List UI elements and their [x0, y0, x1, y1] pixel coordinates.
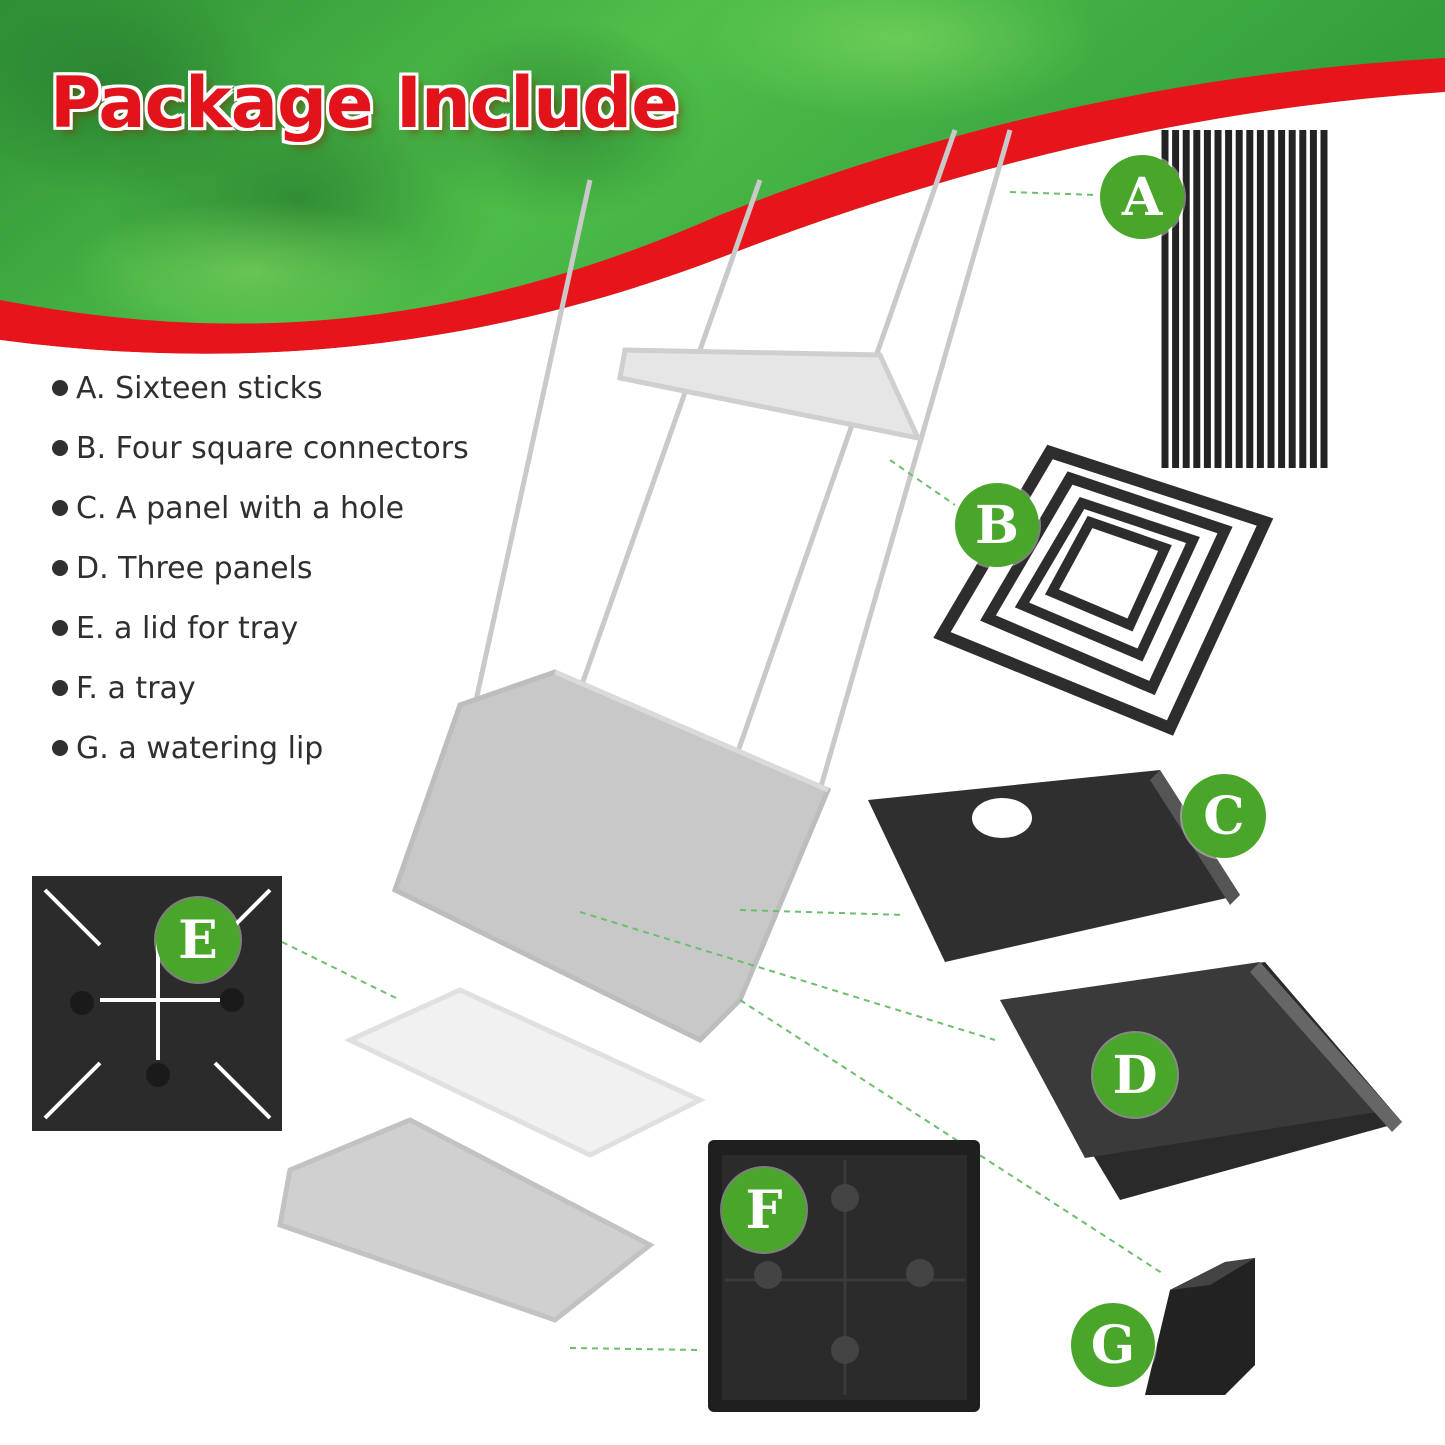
list-item-text: B. Four square connectors: [76, 430, 469, 466]
badge-d: D: [1093, 1033, 1177, 1117]
list-item-text: D. Three panels: [76, 550, 313, 586]
list-item-text: G. a watering lip: [76, 730, 324, 766]
tray-lid: [32, 876, 282, 1131]
badge-g: G: [1071, 1303, 1155, 1387]
badge-f: F: [722, 1168, 806, 1252]
watering-lip: [1145, 1258, 1255, 1395]
badge-b: B: [955, 483, 1039, 567]
bullet-icon: [52, 740, 68, 756]
bullet-icon: [52, 560, 68, 576]
list-item-text: A. Sixteen sticks: [76, 370, 323, 406]
three-panels: [1000, 962, 1402, 1200]
badge-c: C: [1182, 774, 1266, 858]
sticks-bundle: [1161, 130, 1328, 468]
square-connectors: [933, 444, 1274, 736]
list-item: B. Four square connectors: [52, 418, 469, 478]
list-item: G. a watering lip: [52, 718, 469, 778]
parts-list: A. Sixteen sticks B. Four square connect…: [52, 358, 469, 778]
page-title: Package Include: [50, 62, 679, 144]
badge-e: E: [156, 898, 240, 982]
assembled-planter-ghost: [277, 129, 1013, 1323]
list-item: D. Three panels: [52, 538, 469, 598]
list-item: A. Sixteen sticks: [52, 358, 469, 418]
badge-a: A: [1100, 155, 1184, 239]
leader-lines: [281, 191, 1166, 1351]
bullet-icon: [52, 500, 68, 516]
list-item-text: F. a tray: [76, 670, 196, 706]
list-item-text: C. A panel with a hole: [76, 490, 405, 526]
list-item: C. A panel with a hole: [52, 478, 469, 538]
bullet-icon: [52, 440, 68, 456]
list-item-text: E. a lid for tray: [76, 610, 299, 646]
bullet-icon: [52, 680, 68, 696]
bullet-icon: [52, 620, 68, 636]
bullet-icon: [52, 380, 68, 396]
list-item: F. a tray: [52, 658, 469, 718]
list-item: E. a lid for tray: [52, 598, 469, 658]
